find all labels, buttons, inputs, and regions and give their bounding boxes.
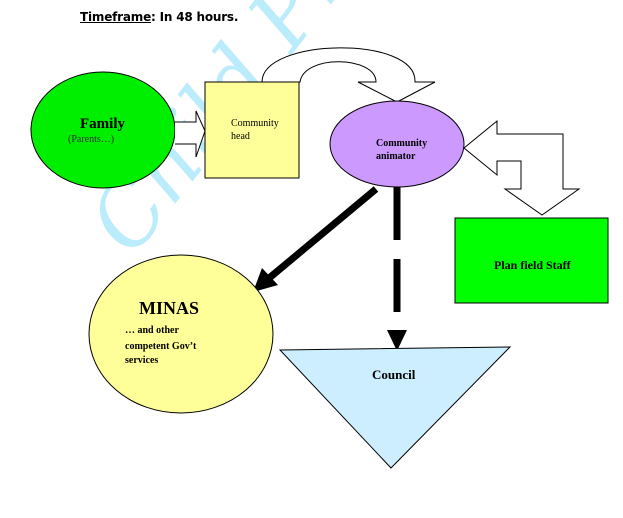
plan-field-staff-label: Plan field Staff [494,258,571,272]
head-to-animator-arrow [261,47,436,103]
minas-line3: services [125,355,159,366]
animator-line1: Community [376,138,428,149]
community-head-node[interactable] [204,81,300,179]
family-to-head-arrow [175,110,206,158]
family-subtitle: (Parents…) [68,134,115,145]
plan-field-staff-node[interactable] [454,217,609,304]
timeframe-title: Timeframe: In 48 hours. [80,10,238,24]
animator-staff-arrow [463,119,581,216]
council-label: Council [372,367,416,382]
minas-title: MINAS [139,298,200,318]
timeframe-value: : In 48 hours. [151,10,239,24]
community-head-line1: Community [231,118,279,129]
animator-to-council-arrowhead [387,330,407,351]
minas-node[interactable] [88,254,274,414]
timeframe-label: Timeframe [80,10,152,24]
minas-line2: competent Gov’t [125,341,197,352]
animator-to-minas-arrowhead [253,268,278,292]
animator-to-minas-line [265,186,379,282]
family-title: Family [80,116,125,132]
minas-line1: … and other [125,325,179,336]
community-head-line2: head [231,131,250,142]
animator-line2: animator [376,151,416,162]
council-node[interactable] [278,346,512,469]
